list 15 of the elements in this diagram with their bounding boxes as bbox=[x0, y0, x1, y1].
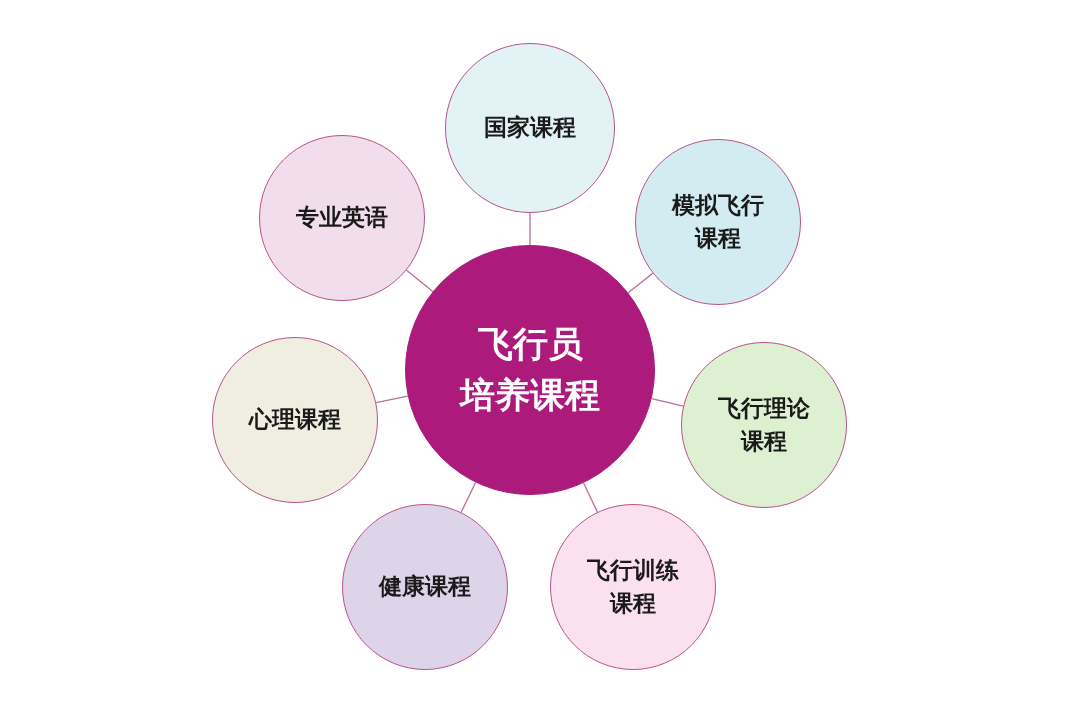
center-title: 飞行员培养课程 bbox=[460, 323, 600, 417]
connector-line bbox=[405, 269, 434, 293]
course-label: 飞行理论课程 bbox=[717, 393, 811, 456]
connector-line bbox=[460, 481, 477, 513]
course-label: 心理课程 bbox=[247, 405, 342, 435]
course-label: 专业英语 bbox=[295, 203, 389, 233]
connector-line bbox=[627, 272, 654, 294]
connector-line bbox=[651, 397, 684, 407]
course-label: 飞行训练课程 bbox=[586, 555, 680, 618]
course-label: 健康课程 bbox=[377, 572, 472, 602]
course-label: 国家课程 bbox=[483, 113, 577, 143]
connector-line bbox=[529, 212, 531, 246]
connector-line bbox=[375, 395, 409, 404]
connector-line bbox=[582, 482, 599, 513]
course-label: 模拟飞行课程 bbox=[670, 190, 765, 253]
